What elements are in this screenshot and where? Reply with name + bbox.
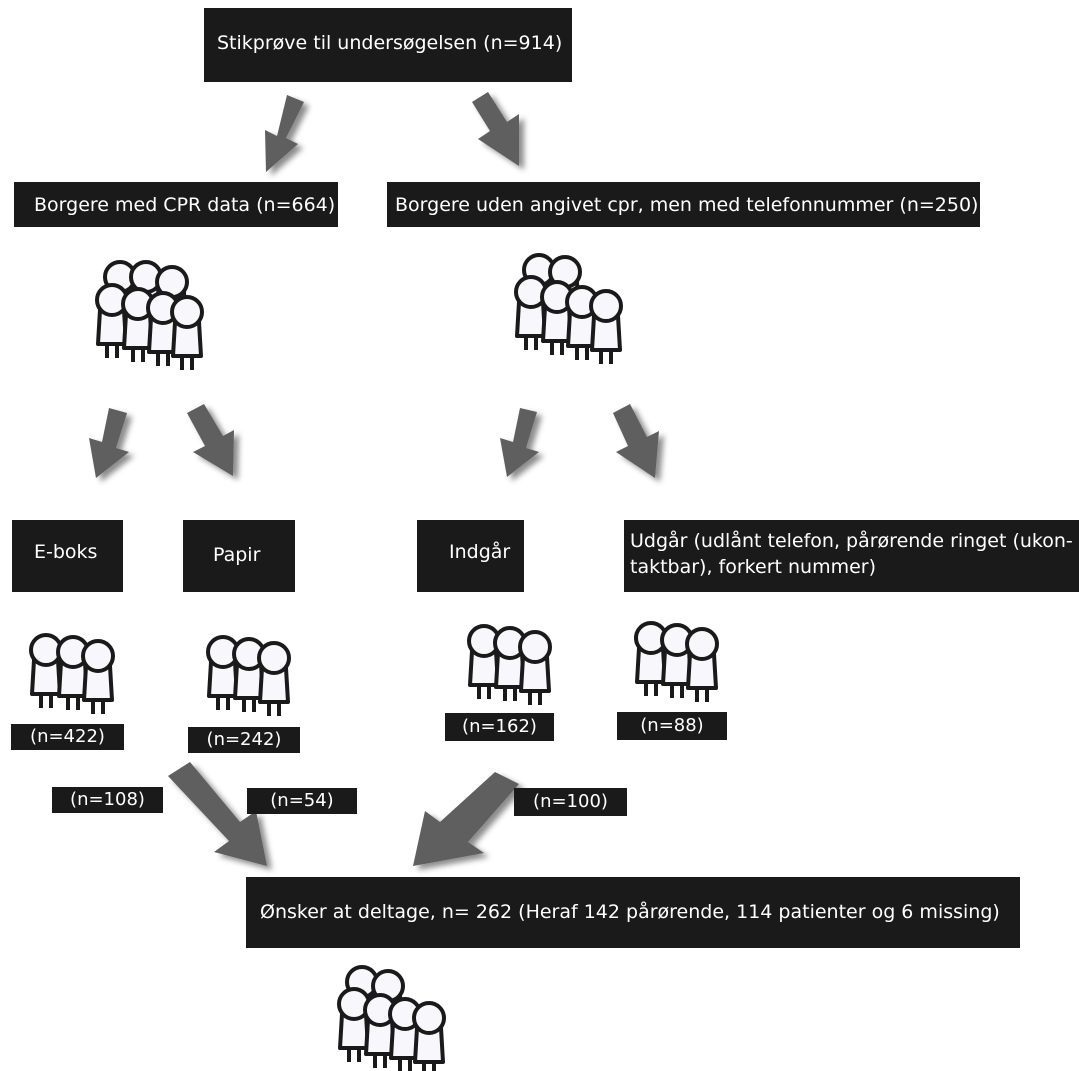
count-indgaar-participating: (n=100) [514,788,627,816]
arrow-icon [472,92,519,166]
indgaar-box: Indgår [417,520,524,592]
arrow-icon [265,95,304,172]
arrow-icon [413,772,519,866]
arrow-icon [187,404,234,476]
arrow-icon [89,408,129,478]
cpr-citizens-box: Borgere med CPR data (n=664) [14,182,338,227]
udgaar-line-1: Udgår (udlånt telefon, pårørende ringet … [630,530,1073,552]
people-group-icon [514,253,623,366]
people-group-icon [29,633,115,716]
people-group-icon [337,965,446,1071]
result-box: Ønsker at deltage, n= 262 (Heraf 142 pår… [246,877,1020,948]
eboks-box: E-boks [12,520,123,592]
arrow-icon [613,404,659,478]
people-group-icon [95,260,204,372]
count-udgaar: (n=88) [617,712,727,740]
sample-box: Stikprøve til undersøgelsen (n=914) [204,8,572,82]
udgaar-line-2: taktbar), forkert nummer) [630,556,877,578]
count-indgaar: (n=162) [445,713,554,741]
count-eboks-participating: (n=108) [52,787,163,813]
no-cpr-citizens-box: Borgere uden angivet cpr, men med telefo… [387,182,980,227]
papir-box: Papir [183,520,295,592]
people-group-icon [634,621,719,704]
people-group-icon [206,635,291,718]
count-papir: (n=242) [188,727,300,753]
arrow-icon [500,408,539,477]
udgaar-box: Udgår (udlånt telefon, pårørende ringet … [624,520,1079,592]
count-papir-participating: (n=54) [247,788,357,814]
people-group-icon [467,624,552,707]
count-eboks: (n=422) [11,724,124,750]
arrow-icon [168,762,267,866]
